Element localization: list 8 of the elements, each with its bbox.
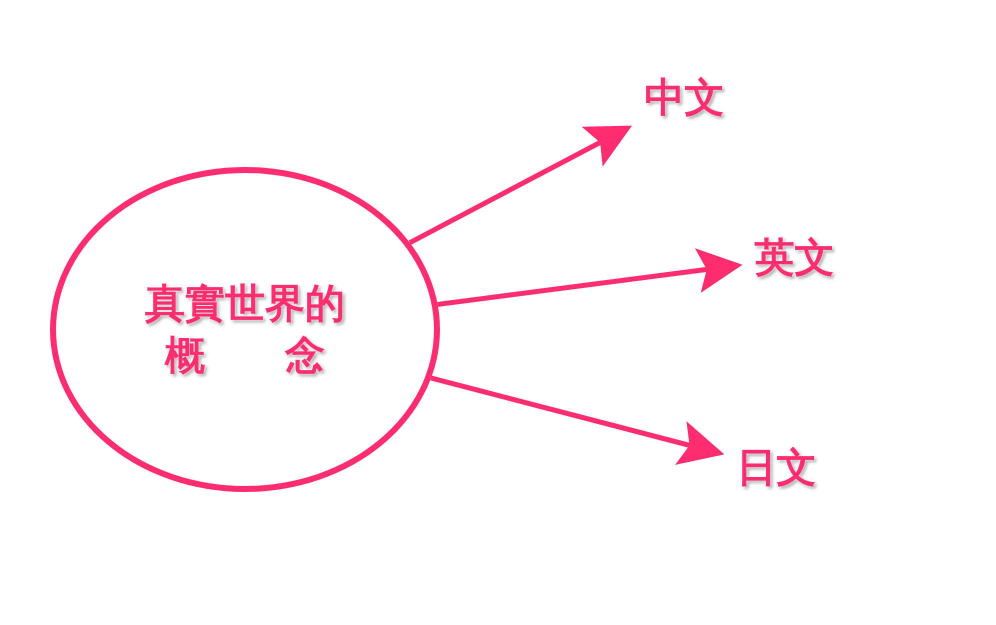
arrow — [408, 126, 632, 245]
concept-text: 真實世界的概 念 — [144, 280, 346, 380]
language-label: 日文 — [736, 444, 818, 493]
arrow — [437, 248, 742, 307]
arrow — [430, 376, 724, 465]
language-label: 英文 — [754, 234, 836, 283]
language-label: 中文 — [644, 74, 726, 123]
concept-ellipse — [50, 167, 440, 492]
